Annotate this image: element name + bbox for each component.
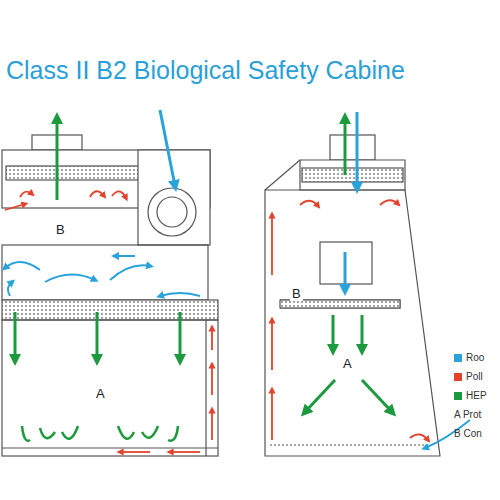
legend-swatch <box>454 392 462 400</box>
legend-item: B Con <box>454 428 482 439</box>
left-flows <box>5 110 212 452</box>
title: Class II B2 Biological Safety Cabine <box>6 56 405 85</box>
legend-swatch <box>454 354 462 362</box>
legend-text: B Con <box>454 428 482 439</box>
legend-text: Poll <box>466 371 483 382</box>
legend-text: Roo <box>466 352 484 363</box>
legend-item: Roo <box>454 352 484 363</box>
legend-item: A Prot <box>454 409 481 420</box>
region-letter: A <box>341 356 354 371</box>
region-letter: A <box>94 386 107 401</box>
region-letter: B <box>54 222 67 237</box>
legend-item: Poll <box>454 371 483 382</box>
legend-item: HEP <box>454 390 487 401</box>
legend-swatch <box>454 373 462 381</box>
right-view <box>265 135 440 456</box>
right-flows <box>272 112 470 448</box>
region-letter: B <box>290 286 303 301</box>
left-view <box>2 135 218 456</box>
legend-text: A Prot <box>454 409 481 420</box>
legend-text: HEP <box>466 390 487 401</box>
